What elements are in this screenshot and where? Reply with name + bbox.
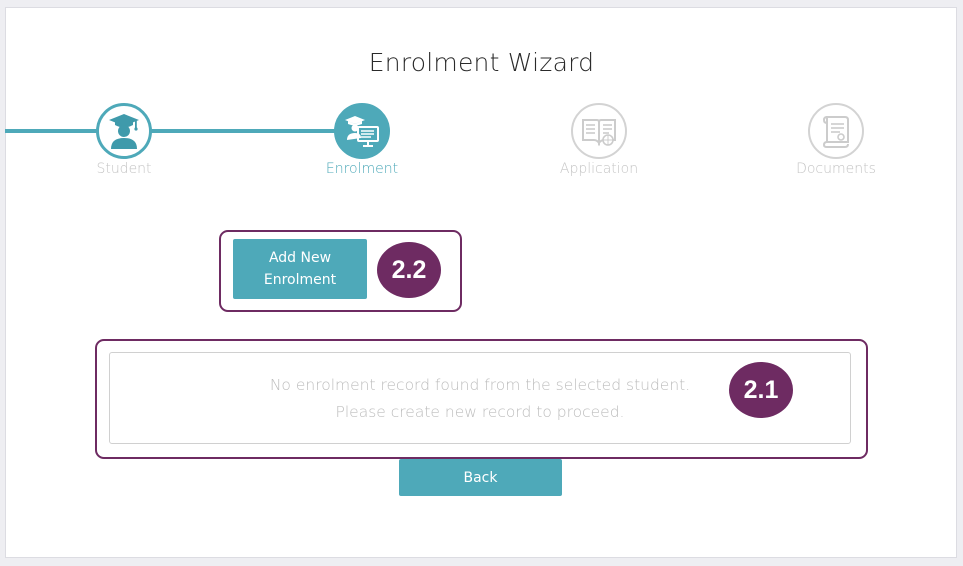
annotation-badge-2-1: 2.1 — [729, 362, 793, 418]
application-book-icon — [571, 103, 627, 159]
empty-state-box — [109, 352, 851, 444]
page-title: Enrolment Wizard — [368, 48, 595, 77]
add-new-enrolment-button[interactable]: Add New Enrolment — [233, 239, 367, 299]
annotation-outline-2-2 — [219, 230, 462, 312]
student-graduate-icon — [96, 103, 152, 159]
step-label-application: Application — [559, 161, 639, 177]
empty-state-line2: Please create new record to proceed. — [335, 403, 625, 421]
step-label-documents: Documents — [796, 161, 876, 177]
annotation-badge-2-2: 2.2 — [377, 242, 441, 298]
empty-state-line1: No enrolment record found from the selec… — [269, 376, 691, 394]
add-new-enrolment-label-line2: Enrolment — [263, 272, 337, 288]
step-documents[interactable]: Documents — [776, 103, 896, 177]
enrolment-classroom-icon — [334, 103, 390, 159]
step-application[interactable]: Application — [539, 103, 659, 177]
back-button[interactable]: Back — [399, 459, 562, 496]
step-student[interactable]: Student — [64, 103, 184, 177]
annotation-outline-2-1 — [95, 339, 868, 459]
step-label-student: Student — [96, 161, 152, 177]
empty-state-message: No enrolment record found from the selec… — [110, 372, 850, 426]
progress-line — [5, 129, 363, 133]
step-label-enrolment: Enrolment — [325, 161, 399, 177]
documents-certificate-icon — [808, 103, 864, 159]
step-enrolment[interactable]: Enrolment — [302, 103, 422, 177]
add-new-enrolment-label-line1: Add New — [268, 250, 332, 266]
